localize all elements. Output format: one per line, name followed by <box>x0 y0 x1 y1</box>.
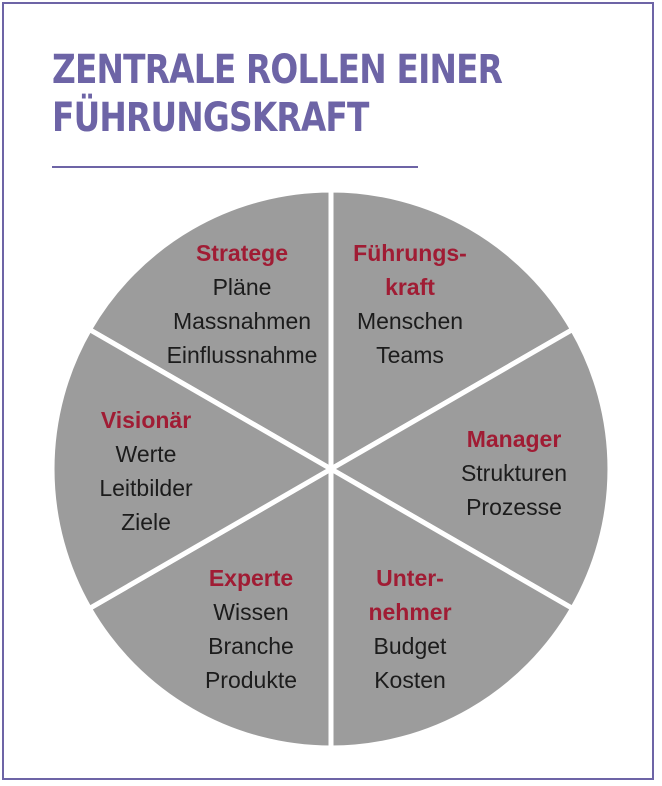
segment-experte-item: Wissen <box>213 599 289 625</box>
segment-wedge-unternehmer <box>328 466 576 751</box>
segment-wedge-visionaer <box>49 327 334 611</box>
segment-stratege-title: Stratege <box>195 240 289 266</box>
segment-stratege: Stratege Pläne Massnahmen Einflussnahme <box>142 236 342 372</box>
segment-wedge-experte <box>86 466 334 751</box>
segment-manager: Manager Strukturen Prozesse <box>414 422 614 524</box>
segment-wedge-manager <box>328 327 613 611</box>
segment-visionaer-title: Visionär <box>100 407 192 433</box>
segment-wedge-stratege <box>86 187 334 472</box>
segment-stratege-item: Einflussnahme <box>166 342 318 368</box>
segment-unternehmer: Unter- nehmer Budget Kosten <box>310 561 510 697</box>
segment-experte-title: Experte <box>208 565 294 591</box>
segment-manager-item: Prozesse <box>466 494 562 520</box>
segment-visionaer: Visionär Werte Leitbilder Ziele <box>46 403 246 539</box>
segment-fuehrungskraft-title: kraft <box>385 274 435 300</box>
segment-visionaer-item: Leitbilder <box>99 475 193 501</box>
segment-unternehmer-title: Unter- <box>376 565 444 591</box>
segment-manager-item: Strukturen <box>460 460 568 486</box>
segment-fuehrungskraft-item: Teams <box>376 342 444 368</box>
segment-fuehrungskraft: Führungs- kraft Menschen Teams <box>310 236 510 372</box>
segment-visionaer-item: Ziele <box>121 509 171 535</box>
segment-manager-title: Manager <box>466 426 562 452</box>
segment-wedge-fuehrungskraft <box>328 187 576 472</box>
title-underline <box>52 166 418 168</box>
segment-unternehmer-item: Kosten <box>374 667 446 693</box>
segment-experte-item: Branche <box>208 633 294 659</box>
segment-fuehrungskraft-title: Führungs- <box>353 240 467 266</box>
segment-experte: Experte Wissen Branche Produkte <box>151 561 351 697</box>
segment-stratege-item: Pläne <box>212 274 272 300</box>
segment-stratege-item: Massnahmen <box>172 308 312 334</box>
segment-visionaer-item: Werte <box>115 441 177 467</box>
title-line-2: FÜHRUNGSKRAFT <box>52 95 369 141</box>
segment-unternehmer-title: nehmer <box>368 599 452 625</box>
title-line-1: ZENTRALE ROLLEN EINER <box>52 47 503 93</box>
segment-experte-item: Produkte <box>204 667 298 693</box>
diagram-frame <box>2 2 654 780</box>
segment-fuehrungskraft-item: Menschen <box>356 308 464 334</box>
page-title: ZENTRALE ROLLEN EINER FÜHRUNGSKRAFT <box>52 46 503 142</box>
segment-unternehmer-item: Budget <box>373 633 447 659</box>
